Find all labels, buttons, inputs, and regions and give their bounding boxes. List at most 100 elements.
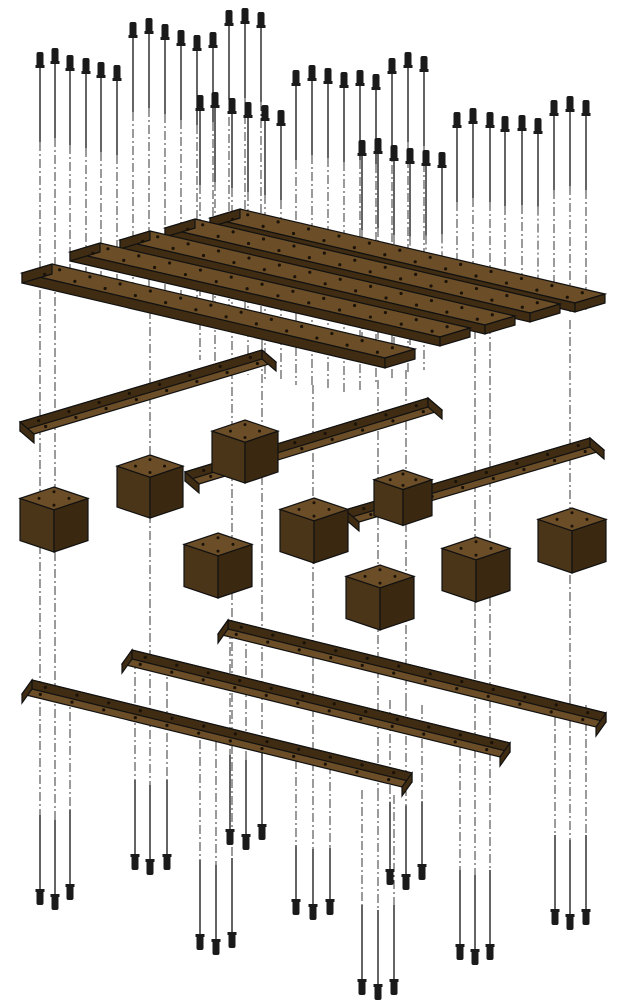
- bolt-hole: [459, 546, 463, 550]
- bolt-hole: [359, 717, 363, 721]
- bolt-hole: [214, 280, 218, 284]
- bolt-hole: [254, 322, 258, 326]
- bolt-hole: [148, 289, 152, 293]
- bolt-hole: [134, 397, 138, 402]
- threaded-rod: [35, 690, 45, 905]
- nut-icon: [518, 115, 526, 131]
- bolt-hole: [152, 265, 157, 270]
- bolt-hole: [102, 708, 106, 712]
- nut-icon: [566, 914, 574, 930]
- top-beam-layer: [19, 208, 608, 369]
- nut-icon: [340, 72, 348, 88]
- nut-icon: [358, 979, 366, 995]
- bolt-hole: [338, 277, 342, 281]
- bolt-hole: [238, 679, 242, 683]
- bolt-hole: [291, 231, 296, 236]
- nut-icon: [453, 112, 461, 128]
- bolt-hole: [461, 485, 465, 490]
- bolt-hole: [360, 339, 364, 343]
- nut-icon: [406, 148, 414, 164]
- bolt-hole: [491, 687, 495, 691]
- bolt-hole: [586, 711, 590, 715]
- bolt-hole: [118, 282, 122, 286]
- bolt-hole: [262, 268, 266, 272]
- nut-icon: [161, 24, 169, 40]
- threaded-rod: [485, 735, 495, 960]
- bolt-hole: [363, 574, 367, 578]
- bolt-hole: [106, 247, 110, 251]
- bolt-hole: [216, 249, 221, 253]
- bolt-hole: [231, 217, 235, 221]
- threaded-rod: [385, 700, 395, 885]
- bolt-hole: [322, 238, 326, 243]
- bolt-hole: [315, 336, 319, 340]
- nut-icon: [388, 58, 396, 74]
- bolt-hole: [520, 305, 524, 309]
- bolt-hole: [523, 695, 527, 699]
- bolt-hole: [352, 246, 356, 250]
- bolt-hole: [323, 762, 327, 766]
- threaded-rod: [144, 18, 154, 305]
- bolt-hole: [247, 256, 251, 260]
- bolt-hole: [368, 315, 373, 319]
- threaded-rod: [581, 705, 591, 925]
- square-block: [536, 507, 608, 574]
- bolt-hole: [460, 306, 464, 310]
- bolt-hole: [398, 248, 402, 252]
- bolt-hole: [337, 308, 342, 312]
- bolt-hole: [228, 739, 232, 743]
- bolt-hole: [330, 331, 334, 336]
- nut-icon: [418, 864, 426, 880]
- bolt-hole: [383, 253, 387, 257]
- bolt-hole: [138, 662, 142, 666]
- nut-icon: [390, 145, 398, 161]
- bolt-hole: [171, 246, 175, 250]
- bolt-hole: [360, 663, 364, 667]
- threaded-rod: [50, 692, 60, 910]
- bolt-hole: [127, 391, 131, 396]
- threaded-rod: [371, 74, 381, 385]
- nut-icon: [228, 932, 236, 948]
- bolt-hole: [580, 291, 584, 295]
- bolt-hole: [312, 514, 316, 518]
- nut-icon: [534, 118, 542, 134]
- bolt-hole: [308, 270, 312, 274]
- bolt-hole: [91, 251, 95, 255]
- nut-icon: [241, 8, 249, 24]
- threaded-rod: [65, 695, 75, 900]
- bolt-hole: [369, 512, 373, 517]
- bolt-hole: [245, 287, 249, 291]
- bolt-hole: [233, 686, 237, 690]
- bolt-hole: [175, 663, 179, 667]
- bolt-hole: [550, 284, 554, 288]
- nut-icon: [292, 899, 300, 915]
- bolt-hole: [231, 542, 235, 546]
- bolt-hole: [392, 771, 396, 775]
- bolt-hole: [367, 241, 371, 245]
- nut-icon: [51, 894, 59, 910]
- bolt-hole: [302, 641, 306, 645]
- nut-icon: [196, 934, 204, 950]
- bolt-hole: [255, 361, 259, 366]
- bolt-hole: [266, 640, 270, 644]
- bolt-hole: [165, 388, 169, 393]
- bolt-hole: [354, 289, 358, 293]
- bolt-hole: [137, 254, 141, 258]
- bolt-hole: [345, 343, 349, 347]
- nut-icon: [36, 52, 44, 68]
- bolt-hole: [301, 694, 305, 698]
- threaded-rod: [81, 58, 91, 290]
- threaded-rod: [50, 48, 60, 280]
- threaded-rod: [240, 8, 250, 335]
- nut-icon: [326, 899, 334, 915]
- square-block: [210, 419, 280, 484]
- wooden-beam: [216, 618, 608, 738]
- bolt-hole: [491, 476, 495, 481]
- bolt-hole: [429, 284, 433, 288]
- bolt-hole: [186, 227, 190, 231]
- bolt-hole: [104, 406, 108, 411]
- bolt-hole: [329, 656, 333, 660]
- threaded-rod: [96, 62, 106, 295]
- nut-icon: [486, 944, 494, 960]
